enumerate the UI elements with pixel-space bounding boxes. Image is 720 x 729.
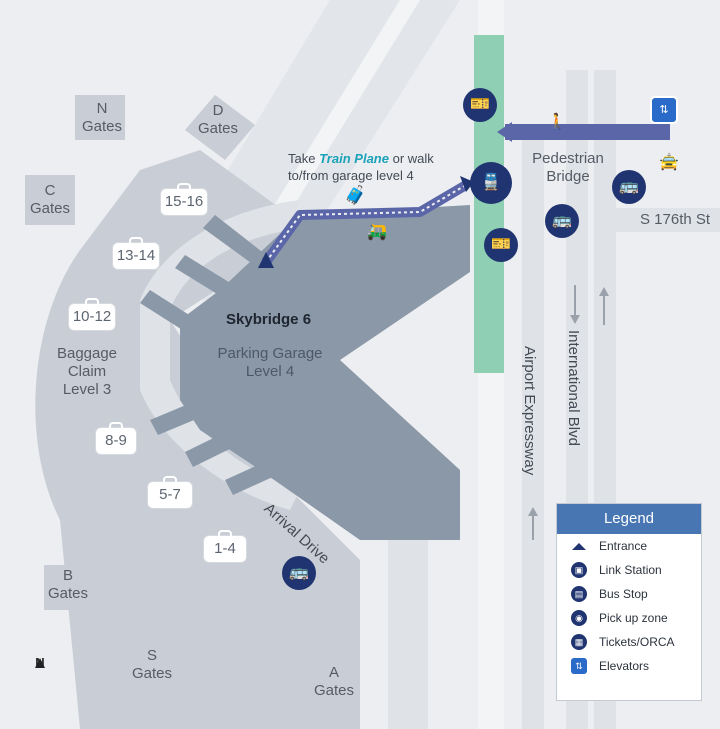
pickup-car-icon: ◉ <box>571 610 587 626</box>
legend-item-link-station: ▣Link Station <box>557 558 701 582</box>
legend-item-bus-stop: ▤Bus Stop <box>557 582 701 606</box>
bridge-arrow <box>497 122 512 142</box>
train-icon: ▣ <box>571 562 587 578</box>
ticket-icon-2: 🎫 <box>484 228 518 262</box>
garage-ramp-3 <box>140 290 205 338</box>
garage-ramp-4 <box>150 395 218 435</box>
carousel-13-14: 13-14 <box>113 237 159 269</box>
ticket-icon: ▦ <box>571 634 587 650</box>
pedestrian-bridge <box>505 124 670 140</box>
airport-expressway-road <box>522 140 544 729</box>
legend-panel: Legend Entrance ▣Link Station ▤Bus Stop … <box>556 503 702 701</box>
s-176th-road <box>616 208 720 232</box>
international-blvd-label: International Blvd <box>565 330 582 446</box>
legend-item-pickup: ◉Pick up zone <box>557 606 701 630</box>
carousel-5-7: 5-7 <box>148 476 192 508</box>
entrance-triangle-icon <box>572 543 586 550</box>
lower-road <box>388 530 428 729</box>
street-arrow-up-head <box>599 287 609 296</box>
parking-garage <box>180 205 470 540</box>
pickup-car-icon: 🚖 <box>659 154 679 171</box>
carousel-1-4: 1-4 <box>204 530 246 562</box>
s-concourse <box>108 625 195 710</box>
s-176th-label: S 176th St <box>640 211 711 228</box>
airport-expressway-label: Airport Expressway <box>521 346 538 476</box>
skybridge-label: Skybridge 6 <box>226 311 312 328</box>
route-arrow-head <box>460 176 474 192</box>
legend-item-elevators: ⇅Elevators <box>557 654 701 678</box>
bus-icon: ▤ <box>571 586 587 602</box>
expressway-arrow-head <box>528 507 538 516</box>
b-concourse <box>44 565 95 610</box>
carousel-10-12: 10-12 <box>69 298 115 330</box>
link-station-platform <box>474 35 504 373</box>
pedestrian-icon: 🚶 <box>547 114 567 131</box>
carousel-8-9: 8-9 <box>96 422 136 454</box>
legend-item-tickets: ▦Tickets/ORCA <box>557 630 701 654</box>
walking-luggage-icon: 🧳 <box>344 185 367 205</box>
bus-stop-icon-3: 🚌 <box>282 556 316 590</box>
street-arrow-down-head <box>570 315 580 324</box>
train-to-plane-logo: Train Plane <box>319 151 389 166</box>
garage-ramp-2 <box>175 255 245 305</box>
elevator-icon: ⇅ <box>571 658 587 674</box>
c-concourse <box>25 175 75 225</box>
entrance-marker <box>258 252 274 268</box>
ticket-icon: 🎫 <box>463 88 497 122</box>
terminal-inner-road <box>140 200 300 510</box>
train-icon: 🚆 <box>470 162 512 204</box>
n-concourse <box>75 95 125 140</box>
elevator-icon: ⇅ <box>650 96 678 124</box>
train-to-plane-note: Take Train Plane or walk to/from garage … <box>288 151 434 183</box>
skybridge-route-dash <box>265 184 467 263</box>
garage-ramp-6 <box>225 455 288 495</box>
legend-title: Legend <box>557 504 701 534</box>
north-label: N <box>35 655 45 670</box>
bus-stop-icon-2: 🚌 <box>612 170 646 204</box>
d-concourse <box>185 95 255 160</box>
bus-stop-icon: 🚌 <box>545 204 579 238</box>
garage-ramp-1 <box>203 215 270 268</box>
garage-ramp-5 <box>185 425 248 467</box>
a-concourse <box>310 655 360 705</box>
north-arrow-icon <box>35 658 45 668</box>
legend-item-entrance: Entrance <box>557 534 701 558</box>
cart-shuttle-icon: 🛺 <box>367 224 387 241</box>
carousel-15-16: 15-16 <box>161 183 207 215</box>
